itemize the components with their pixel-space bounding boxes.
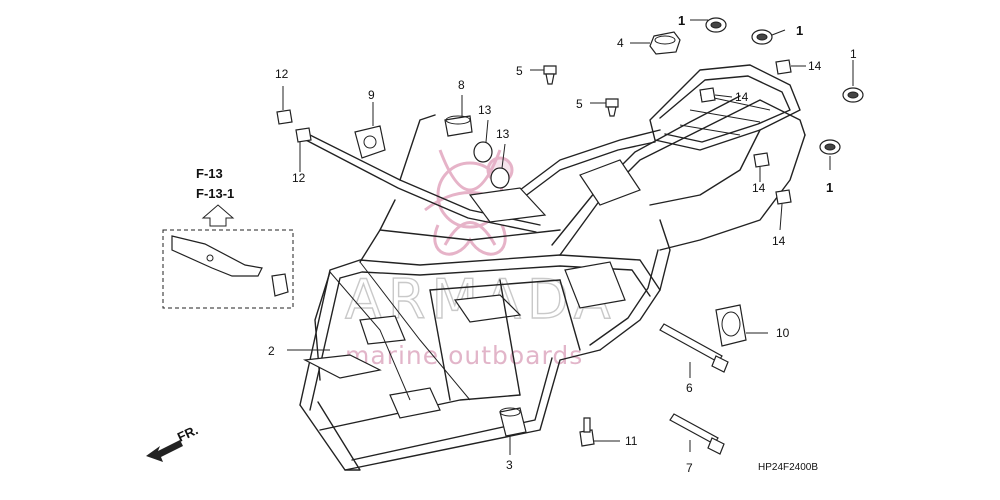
part-collar-8 — [444, 115, 473, 137]
front-label: FR. — [175, 422, 200, 444]
callout-11: 11 — [625, 434, 638, 448]
inset-box — [162, 229, 294, 309]
callout-13: 13 — [496, 127, 510, 141]
callout-7: 7 — [686, 461, 693, 475]
part-nuts-14 — [699, 59, 792, 205]
diagram-code: HP24F2400B — [758, 462, 818, 473]
callout-1: 1 — [796, 23, 803, 38]
callout-13: 13 — [478, 103, 492, 117]
callout-8: 8 — [458, 78, 465, 92]
part-clamp-10 — [715, 304, 747, 347]
callout-14: 14 — [752, 181, 766, 195]
reference-block: F-13 F-13-1 — [162, 166, 294, 309]
inset-bracket — [171, 235, 263, 277]
callout-9: 9 — [368, 88, 375, 102]
part-nuts-12 — [276, 109, 312, 143]
leader-lines — [282, 19, 854, 455]
part-collar-3 — [499, 407, 527, 437]
callout-1: 1 — [826, 180, 833, 195]
callout-10: 10 — [776, 326, 790, 340]
frame-body — [299, 64, 806, 471]
callouts: 1 1 1 1 2 3 4 5 5 6 7 8 9 10 11 12 12 13… — [268, 13, 857, 475]
callout-5: 5 — [576, 97, 583, 111]
callout-14: 14 — [735, 90, 749, 104]
callout-14: 14 — [808, 59, 822, 73]
part-bolt-11 — [579, 417, 595, 447]
part-cushions-1 — [705, 17, 864, 155]
part-caps-13 — [473, 141, 510, 189]
callout-14: 14 — [772, 234, 786, 248]
front-direction-indicator: FR. — [146, 422, 200, 462]
callout-1: 1 — [850, 47, 857, 61]
callout-12: 12 — [275, 67, 289, 81]
callout-4: 4 — [617, 36, 624, 50]
part-nut-4 — [649, 31, 681, 55]
part-clamp-9 — [354, 125, 386, 159]
reference-line-1: F-13 — [196, 166, 223, 181]
reference-line-2: F-13-1 — [196, 186, 234, 201]
callout-2: 2 — [268, 344, 275, 358]
callout-3: 3 — [506, 458, 513, 472]
inset-clip — [271, 273, 289, 297]
callout-12: 12 — [292, 171, 306, 185]
arrow-up-icon — [201, 204, 235, 227]
callout-6: 6 — [686, 381, 693, 395]
part-bolts-6-7 — [659, 323, 729, 455]
part-bolts-5 — [543, 65, 619, 117]
front-arrow-icon — [146, 440, 183, 462]
watermark-tagline: marine outboards — [345, 341, 583, 370]
callout-5: 5 — [516, 64, 523, 78]
callout-1: 1 — [678, 13, 685, 28]
